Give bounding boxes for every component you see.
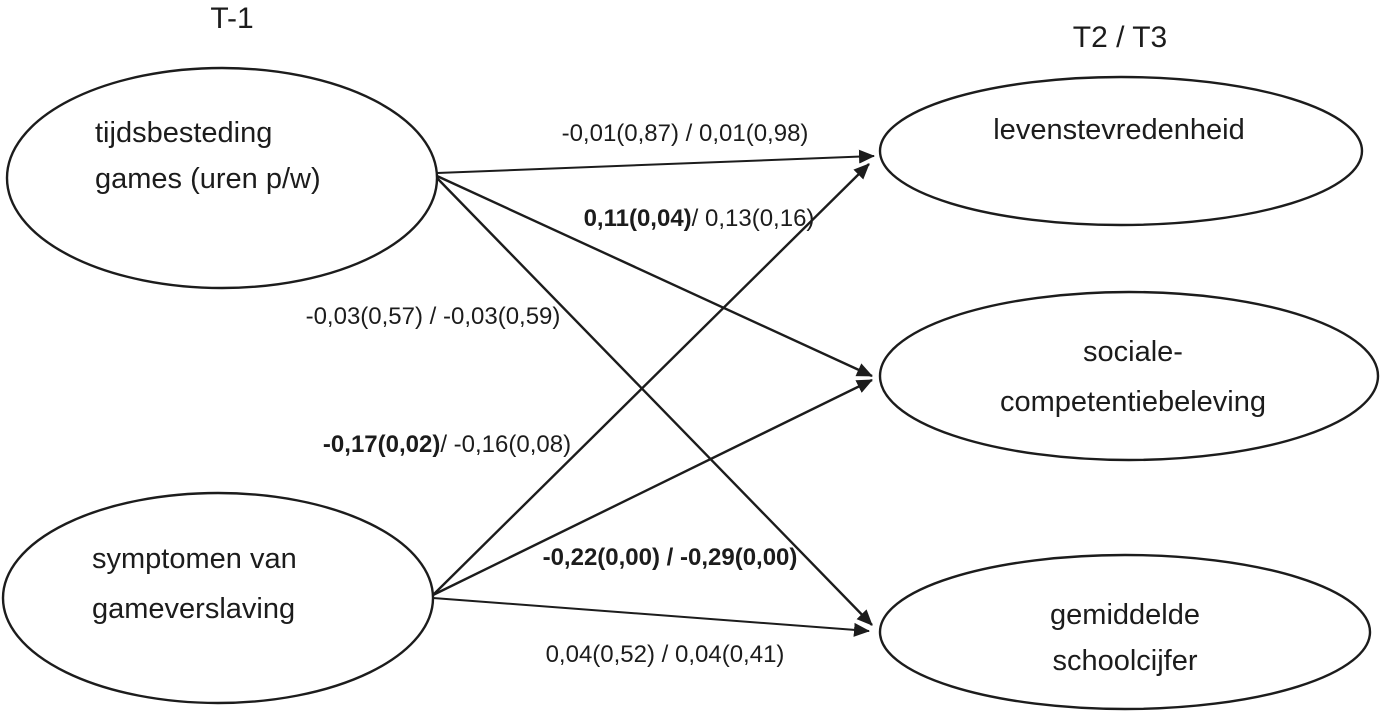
arrow-symptomen-sociale (432, 378, 873, 597)
node-label-line: sociale- (1083, 336, 1183, 368)
node-label-sociale: sociale- competentiebeleving (1000, 327, 1266, 427)
node-ellipse-levenstevredenheid (878, 75, 1364, 227)
timepoint-header-right: T2 / T3 (1072, 21, 1168, 54)
edge-coefficient: -0,03(0,57) / -0,03(0,59) (305, 303, 561, 330)
node-ellipse-tijdsbesteding (5, 66, 439, 290)
node-label-line: competentiebeleving (999, 386, 1267, 418)
edge-label-tijdsbesteding-sociale: 0,11(0,04)/ 0,13(0,16) (584, 206, 815, 231)
node-label-line: levenstevredenheid (993, 114, 1245, 146)
node-label-tijdsbesteding: tijdsbesteding games (uren p/w) (95, 110, 321, 202)
edge-label-symptomen-schoolcijfer: 0,04(0,52) / 0,04(0,41) (546, 642, 785, 667)
node-label-levenstevredenheid: levenstevredenheid (993, 107, 1245, 153)
node-label-line: tijdsbesteding (95, 117, 273, 149)
node-label-line: symptomen van (92, 543, 297, 575)
node-ellipse-schoolcijfer (878, 553, 1372, 711)
edge-coefficient: -0,01(0,87) / 0,01(0,98) (561, 120, 809, 147)
edge-coefficient-bold: -0,17(0,02) (322, 431, 441, 458)
node-ellipse-sociale (878, 290, 1380, 462)
edge-label-tijdsbesteding-schoolcijfer: -0,03(0,57) / -0,03(0,59) (306, 304, 561, 329)
edge-coefficient: / 0,13(0,16) (691, 205, 815, 232)
arrow-tijdsbesteding-sociale (436, 174, 873, 378)
edge-label-symptomen-sociale: -0,22(0,00) / -0,29(0,00) (543, 545, 798, 570)
edge-label-symptomen-levenstevredenheid: -0,17(0,02)/ -0,16(0,08) (323, 432, 571, 457)
node-label-line: games (uren p/w) (95, 163, 321, 195)
node-label-symptomen: symptomen van gameverslaving (92, 534, 297, 634)
node-ellipse-symptomen (1, 491, 435, 705)
node-label-line: gemiddelde (1050, 599, 1200, 631)
node-label-line: gameverslaving (92, 593, 296, 625)
edge-coefficient-bold: -0,22(0,00) / -0,29(0,00) (542, 544, 798, 571)
arrow-tijdsbesteding-schoolcijfer (436, 177, 873, 626)
arrow-symptomen-levenstevredenheid (432, 163, 870, 596)
edge-label-tijdsbesteding-levenstevredenheid: -0,01(0,87) / 0,01(0,98) (562, 121, 809, 146)
node-label-schoolcijfer: gemiddelde schoolcijfer (1050, 592, 1200, 684)
edge-coefficient-bold: 0,11(0,04) (583, 205, 692, 232)
arrow-symptomen-schoolcijfer (432, 597, 870, 637)
node-label-line: schoolcijfer (1052, 645, 1198, 677)
edge-coefficient: 0,04(0,52) / 0,04(0,41) (545, 641, 785, 668)
timepoint-header-left: T-1 (210, 2, 254, 35)
arrow-tijdsbesteding-levenstevredenheid (436, 149, 875, 174)
edge-coefficient: / -0,16(0,08) (440, 431, 572, 458)
